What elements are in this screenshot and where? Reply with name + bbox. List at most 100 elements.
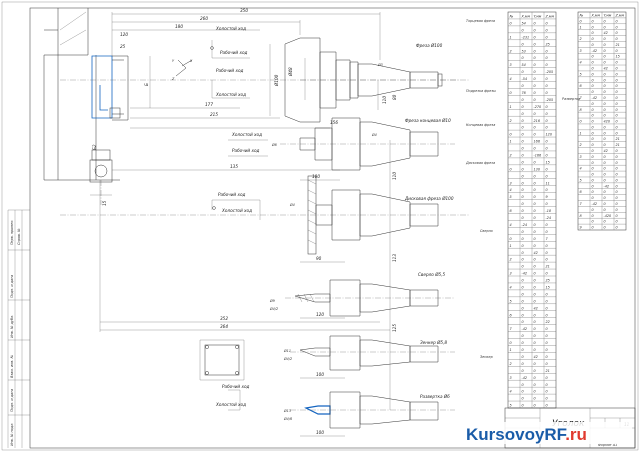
table-right-cell: 0 (616, 220, 618, 224)
table-left-cell: 0 (546, 35, 548, 39)
table-left-cell: 0 (546, 272, 548, 276)
table-left-cell: 216 (534, 119, 540, 123)
table-right-cell: 0 (580, 120, 582, 124)
table-right-cell: 0 (616, 167, 618, 171)
table-right-cell: 9 (580, 226, 582, 230)
table-right-cell: 0 (592, 72, 594, 76)
table-left-cell: 0 (522, 258, 524, 262)
table-right-cell: 0 (616, 149, 618, 153)
end-mill-spindle: Фреза концевая Ø10 Ø6 Ø4 Холостой ход Ра… (228, 117, 455, 171)
table-right-cell: 0 (604, 196, 606, 200)
table-right-cell: 0 (616, 25, 618, 29)
table-right-cell: 5 (580, 72, 582, 76)
table-left-cell: 0 (522, 299, 524, 303)
table-left-cell: 0 (522, 404, 524, 408)
group-label-2: Подрезка фрезы (466, 89, 496, 93)
table-left-cell: 0 (534, 320, 536, 324)
side-stamp: Перв. примен. Справ. № Подп. и дата Инв.… (7, 209, 30, 448)
tool-code-5a: Ø11 (283, 348, 291, 353)
table-left-cell: 0 (534, 230, 536, 234)
stamp-label-1: Перв. примен. (10, 220, 14, 245)
dim-177: 177 (205, 102, 213, 107)
table-left-cell: 0 (522, 147, 524, 151)
table-right-cell: 0 (604, 220, 606, 224)
table-left-header: Y,мм (534, 15, 542, 19)
table-right-cell: 0 (592, 55, 594, 59)
table-right-cell: 21 (616, 143, 620, 147)
table-left-cell: 42 (534, 355, 538, 359)
table-left-cell: 0 (546, 223, 548, 227)
table-left-cell: 0 (522, 181, 524, 185)
stamp-label-3: Подп. и дата (10, 275, 14, 298)
table-right-cell: 0 (616, 37, 618, 41)
dim-b2: Б2 (92, 144, 97, 150)
table-right-cell: 0 (616, 114, 618, 118)
table-left-cell: 5 (510, 299, 512, 303)
table-left-cell: 0 (534, 112, 536, 116)
move-label-6: Рабочий ход (232, 148, 260, 153)
dim-90: 90 (316, 256, 322, 261)
table-left-cell: 0 (534, 63, 536, 67)
table-right-cell: 0 (616, 31, 618, 35)
move-label-7: Рабочий ход (218, 192, 246, 197)
table-left-cell: 0 (546, 63, 548, 67)
table-left-cell: 0 (546, 188, 548, 192)
stamp-label-2: Справ. № (17, 228, 21, 245)
table-left-cell: 0 (522, 70, 524, 74)
table-left-cell: 6 (510, 313, 512, 317)
inner-frame (29, 7, 636, 449)
table-left-cell: 0 (534, 195, 536, 199)
table-right-cell: 0 (592, 214, 594, 218)
table-right-cell: 0 (616, 61, 618, 65)
table-left-cell: 0 (546, 21, 548, 25)
table-left-cell: 25 (546, 42, 550, 46)
tool-code-3: Ø4 (289, 202, 295, 207)
table-left-cell: 25 (546, 279, 550, 283)
dim-b: Б (144, 83, 149, 86)
table-left-cell: 0 (534, 369, 536, 373)
move-label-8: Холостой ход (221, 208, 252, 213)
axis-x: X (189, 59, 193, 63)
table-right-cell: 0 (592, 208, 594, 212)
format-note: Формат А1 (598, 443, 617, 447)
table-left-cell: 0 (522, 195, 524, 199)
table-left-cell: 0 (546, 313, 548, 317)
table-left-cell: 0 (534, 341, 536, 345)
group-label-6: Зенкер (480, 355, 493, 359)
table-left-cell: 0 (546, 202, 548, 206)
table-left-cell: 0 (546, 49, 548, 53)
table-left-cell: -54 (522, 77, 528, 81)
table-right-cell: 0 (604, 102, 606, 106)
table-left-cell: 0 (534, 98, 536, 102)
tool-label-5: Зенкер Ø5,8 (420, 340, 447, 345)
table-right-cell: 0 (616, 108, 618, 112)
dim-120b: 120 (316, 312, 324, 317)
table-left-cell: 0 (534, 237, 536, 241)
table-left-cell: 0 (534, 202, 536, 206)
dim-v113: 113 (392, 254, 397, 262)
table-left-cell: 0 (522, 112, 524, 116)
table-right-cell: 0 (592, 149, 594, 153)
table-right-cell: 0 (616, 178, 618, 182)
table-right-cell: 8 (580, 108, 583, 112)
table-left-cell: 0 (546, 56, 548, 60)
table-right-cell: 0 (592, 184, 594, 188)
table-right-cell: 0 (604, 173, 606, 177)
table-left-cell: 0 (534, 313, 536, 317)
table-left-cell: -205 (546, 70, 554, 74)
table-left-cell: 0 (522, 153, 524, 157)
table-left-cell: 0 (534, 397, 536, 401)
disc-mill-spindle: Дисковая фреза Ø100 Ø4 Рабочий ход Холос… (211, 175, 454, 255)
table-left-cell: 0 (546, 334, 548, 338)
table-left-cell: 0 (534, 292, 536, 296)
move-label-4: Холостой ход (215, 92, 246, 97)
toolpath-moves-upper: Холостой ход Рабочий ход Рабочий ход Хол… (171, 26, 250, 99)
table-left-cell: 0 (546, 404, 548, 408)
table-right-cell: 0 (592, 161, 594, 165)
table-left-cell: 0 (522, 42, 524, 46)
table-left-cell: 2 (510, 362, 512, 366)
table-left-cell: 0 (546, 299, 548, 303)
table-right-cell: 0 (592, 102, 594, 106)
table-left-cell: 0 (546, 258, 548, 262)
